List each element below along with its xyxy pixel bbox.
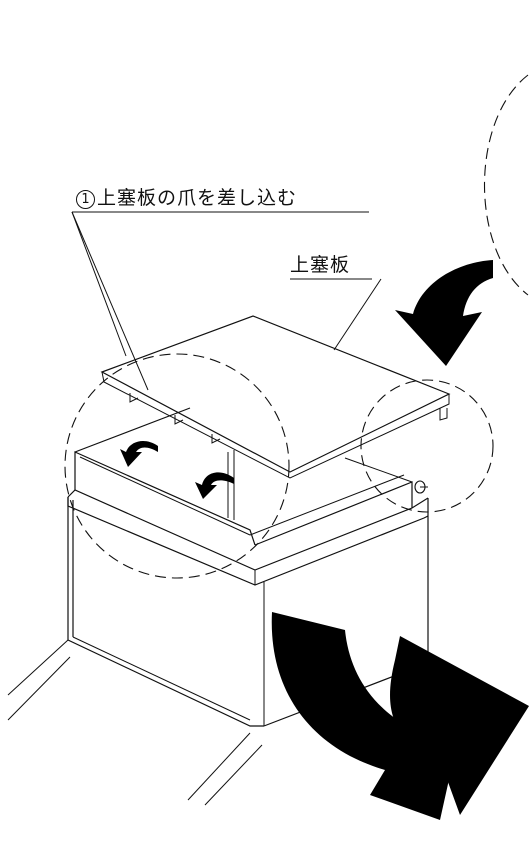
detail-circles bbox=[64, 74, 529, 579]
small-curved-arrow-left bbox=[120, 441, 158, 467]
top-plate bbox=[100, 315, 451, 479]
step-1-text: 上塞板の爪を差し込む bbox=[97, 187, 298, 209]
leader-lines bbox=[71, 211, 382, 391]
insert-arrows bbox=[120, 441, 234, 499]
floor-rails bbox=[7, 639, 263, 806]
small-curved-arrow-right bbox=[195, 472, 234, 499]
top-plate-label: 上塞板 bbox=[290, 254, 351, 276]
large-curved-arrow-top bbox=[395, 260, 493, 366]
box-body bbox=[67, 407, 429, 727]
large-curved-arrow-bottom bbox=[271, 612, 460, 820]
step-number-badge: 1 bbox=[76, 190, 95, 209]
large-curved-arrow-bottom-head bbox=[390, 636, 529, 815]
rotation-arrows bbox=[271, 260, 529, 820]
